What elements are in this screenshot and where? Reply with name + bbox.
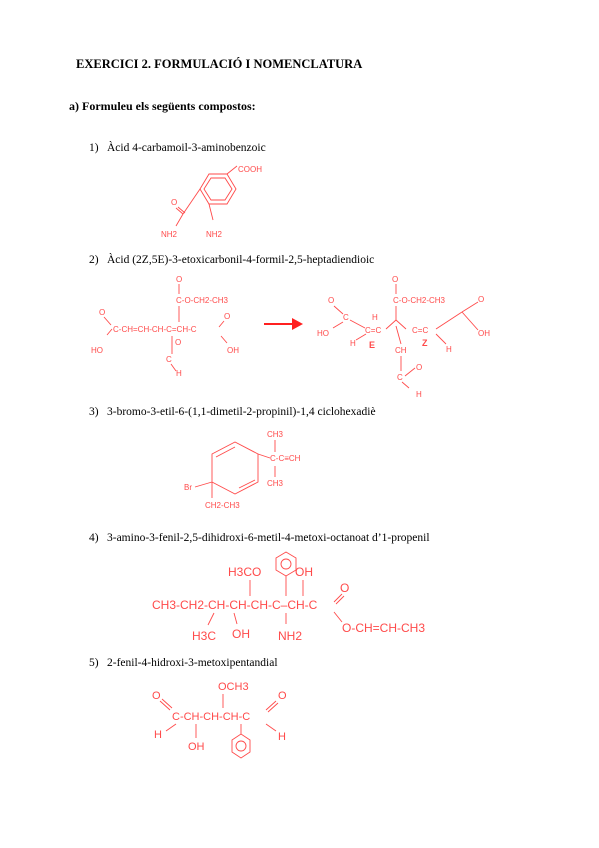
left-hydrogen: H xyxy=(154,729,162,741)
far-right-oxygen: O xyxy=(478,295,484,304)
alkyne-group: C-C≡CH xyxy=(270,454,301,463)
structure-1-carbamoyl-aminobenzoic-acid: COOH O NH2 NH2 xyxy=(161,165,262,239)
compound-name: 3-amino-3-fenil-2,5-dihidroxi-6-metil-4-… xyxy=(107,532,430,544)
formyl-oxygen: O xyxy=(175,338,181,347)
ester-group: C-O-CH2-CH3 xyxy=(393,296,446,305)
item-number: 4) xyxy=(89,532,99,544)
left-double-bond: C=C xyxy=(365,326,381,335)
ring-nh2: NH2 xyxy=(206,230,223,239)
hydrogen-1: H xyxy=(372,313,378,322)
reaction-arrow xyxy=(264,318,303,330)
item-number: 5) xyxy=(89,657,99,669)
bottom-methyl: CH3 xyxy=(267,479,284,488)
main-chain: CH3-CH2-CH-CH-CH-C–CH-C xyxy=(152,598,318,612)
right-double-bond: C=C xyxy=(412,326,428,335)
methoxy-group: H3CO xyxy=(228,565,261,579)
structure-5-pentandial: OCH3 O O C-CH-CH-CH-C H H OH xyxy=(152,681,287,759)
cooh-label: COOH xyxy=(238,165,262,174)
hydroxyl-group: OH xyxy=(188,741,205,753)
ch-label: CH xyxy=(395,346,407,355)
formyl-hydrogen: H xyxy=(416,390,422,399)
top-methyl: CH3 xyxy=(267,430,284,439)
item-number: 1) xyxy=(89,142,99,154)
structure-2-right: O C-O-CH2-CH3 O OH O C HO H C=C H E C=C … xyxy=(317,275,490,399)
item-number: 2) xyxy=(89,254,99,266)
compound-name: 3-bromo-3-etil-6-(1,1-dimetil-2-propinil… xyxy=(107,406,376,418)
formyl-carbon: C xyxy=(397,373,403,382)
top-hydroxyl: OH xyxy=(295,565,313,579)
left-carboxyl-carbon: C xyxy=(343,313,349,322)
right-oxygen: O xyxy=(278,690,287,702)
hydrogen-3: H xyxy=(446,345,452,354)
far-right-oh: OH xyxy=(478,329,490,338)
compound-name: Àcid 4-carbamoil-3-aminobenzoic xyxy=(107,142,266,154)
page-title: EXERCICI 2. FORMULACIÓ I NOMENCLATURA xyxy=(76,57,363,71)
methoxy-group: OCH3 xyxy=(218,681,249,693)
amino-group: NH2 xyxy=(278,629,302,643)
section-heading: a) Formuleu els següents compostos: xyxy=(69,99,256,113)
left-oxygen: O xyxy=(328,296,334,305)
ho-label: HO xyxy=(91,346,103,355)
amide-nh2: NH2 xyxy=(161,230,178,239)
amide-oxygen: O xyxy=(171,198,177,207)
ethyl-group: CH2-CH3 xyxy=(205,501,240,510)
formyl-hydrogen: H xyxy=(176,369,182,378)
oh-label: OH xyxy=(227,346,239,355)
right-hydrogen: H xyxy=(278,731,286,743)
structure-2-left: O C-O-CH2-CH3 O C-CH=CH-CH-C=CH-C O HO O… xyxy=(91,275,239,378)
left-ho: HO xyxy=(317,329,329,338)
bottom-hydroxyl: OH xyxy=(232,627,250,641)
right-oxygen: O xyxy=(224,312,230,321)
left-oxygen: O xyxy=(99,308,105,317)
formyl-oxygen: O xyxy=(416,363,422,372)
e-label: E xyxy=(369,340,375,350)
ester-oxygen-top: O xyxy=(176,275,182,284)
propenyl-ester: O-CH=CH-CH3 xyxy=(342,621,425,635)
compound-name: 2-fenil-4-hidroxi-3-metoxipentandial xyxy=(107,657,278,669)
structure-3-cyclohexadiene: CH3 C-C≡CH CH3 Br CH2-CH3 xyxy=(184,430,301,510)
compound-name: Àcid (2Z,5E)-3-etoxicarbonil-4-formil-2,… xyxy=(107,254,375,266)
left-oxygen: O xyxy=(152,690,161,702)
bromine-label: Br xyxy=(184,483,192,492)
z-label: Z xyxy=(422,338,428,348)
item-number: 3) xyxy=(89,406,99,418)
ester-group: C-O-CH2-CH3 xyxy=(176,296,229,305)
main-chain: C-CH-CH-CH-C xyxy=(172,711,250,723)
methyl-branch: H3C xyxy=(192,629,216,643)
carbonyl-oxygen: O xyxy=(340,581,349,595)
hydrogen-2: H xyxy=(350,339,356,348)
main-chain: C-CH=CH-CH-C=CH-C xyxy=(113,325,197,334)
ester-oxygen-top: O xyxy=(392,275,398,284)
structure-4-octanoate: H3CO OH O CH3-CH2-CH-CH-CH-C–CH-C O-CH=C… xyxy=(152,551,425,643)
formyl-carbon: C xyxy=(166,355,172,364)
phenyl-ring xyxy=(231,733,251,759)
